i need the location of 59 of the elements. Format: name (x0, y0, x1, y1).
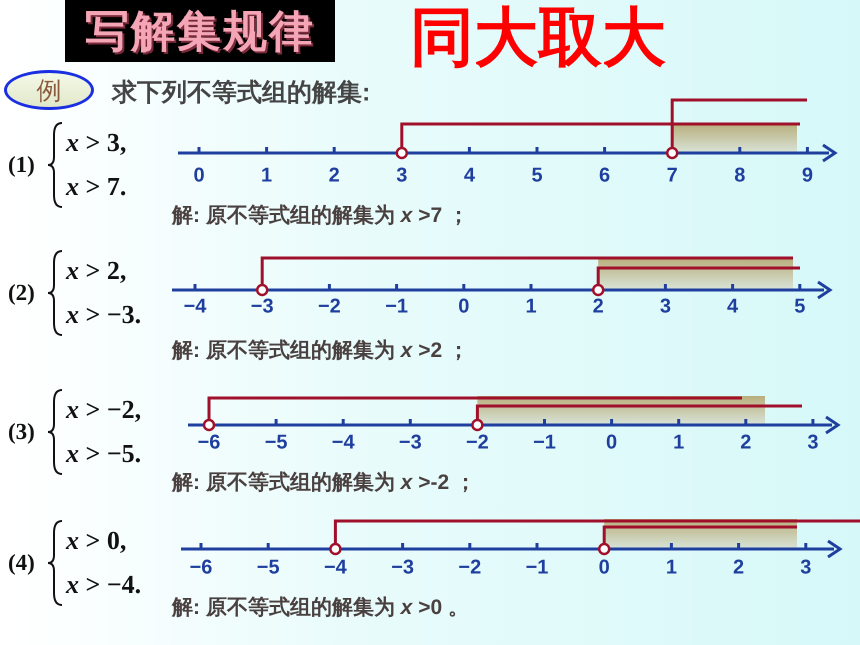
tick-label: −5 (256, 556, 280, 580)
tick-label: −2 (318, 296, 341, 318)
inequality: x > 2, (66, 256, 126, 286)
inequality: x > 7. (66, 172, 126, 202)
tick-label: 6 (599, 164, 610, 188)
tick-label: 0 (193, 164, 205, 188)
tick-label: −4 (184, 296, 206, 318)
inequality: x > 3, (66, 128, 126, 158)
tick-label: −2 (466, 432, 489, 454)
tick-label: 9 (802, 164, 813, 188)
tick-label: −3 (391, 556, 414, 580)
tick-label: 8 (734, 164, 746, 188)
inequality: x > −3. (66, 300, 142, 330)
tick-label: 2 (592, 296, 604, 318)
tick-label: 2 (740, 432, 752, 454)
inequality: x > −5. (66, 439, 142, 469)
tick-label: −1 (385, 296, 408, 318)
tick-label: −6 (190, 556, 212, 580)
inequality: x > −2, (66, 395, 142, 425)
title-banner: 写解集规律 (65, 0, 335, 62)
tick-label: −2 (458, 556, 482, 580)
tick-label: 2 (733, 556, 744, 580)
tick-label: 5 (794, 296, 806, 318)
tick-label: −4 (332, 432, 355, 454)
title: 同大取大 (410, 0, 666, 77)
tick-label: −1 (533, 432, 556, 454)
tick-label: 4 (727, 296, 738, 318)
tick-label: 1 (673, 432, 684, 454)
tick-label: −6 (198, 432, 220, 454)
tick-label: −3 (398, 432, 422, 454)
instruction-text: 求下列不等式组的解集: (112, 78, 370, 108)
problem-number: (3) (8, 419, 35, 445)
tick-label: 0 (598, 556, 610, 580)
tick-label: 3 (807, 432, 818, 454)
tick-label: 0 (606, 432, 618, 454)
answer-text: 解: 原不等式组的解集为 x >2 ； (172, 338, 469, 364)
tick-label: 3 (800, 556, 812, 580)
answer-text: 解: 原不等式组的解集为 x >7 ； (172, 203, 469, 229)
tick-label: 4 (464, 164, 475, 188)
tick-label: 1 (666, 556, 677, 580)
inequality: x > 0, (66, 526, 126, 556)
problem-number: (1) (8, 152, 35, 178)
tick-label: 3 (660, 296, 671, 318)
tick-label: 3 (396, 164, 408, 188)
tick-label: −3 (250, 296, 274, 318)
tick-label: 0 (458, 296, 470, 318)
tick-label: −4 (324, 556, 347, 580)
tick-label: 7 (666, 164, 678, 188)
tick-label: 1 (525, 296, 537, 318)
problem-number: (2) (8, 280, 35, 306)
tick-label: 1 (261, 164, 272, 188)
problem-number: (4) (8, 550, 35, 576)
inequality: x > −4. (66, 570, 142, 600)
tick-label: −1 (526, 556, 548, 580)
answer-text: 解: 原不等式组的解集为 x >0 。 (172, 595, 469, 621)
tick-label: −5 (264, 432, 288, 454)
tick-label: 5 (531, 164, 543, 188)
answer-text: 解: 原不等式组的解集为 x >-2 ； (172, 470, 476, 496)
tick-label: 2 (328, 164, 340, 188)
